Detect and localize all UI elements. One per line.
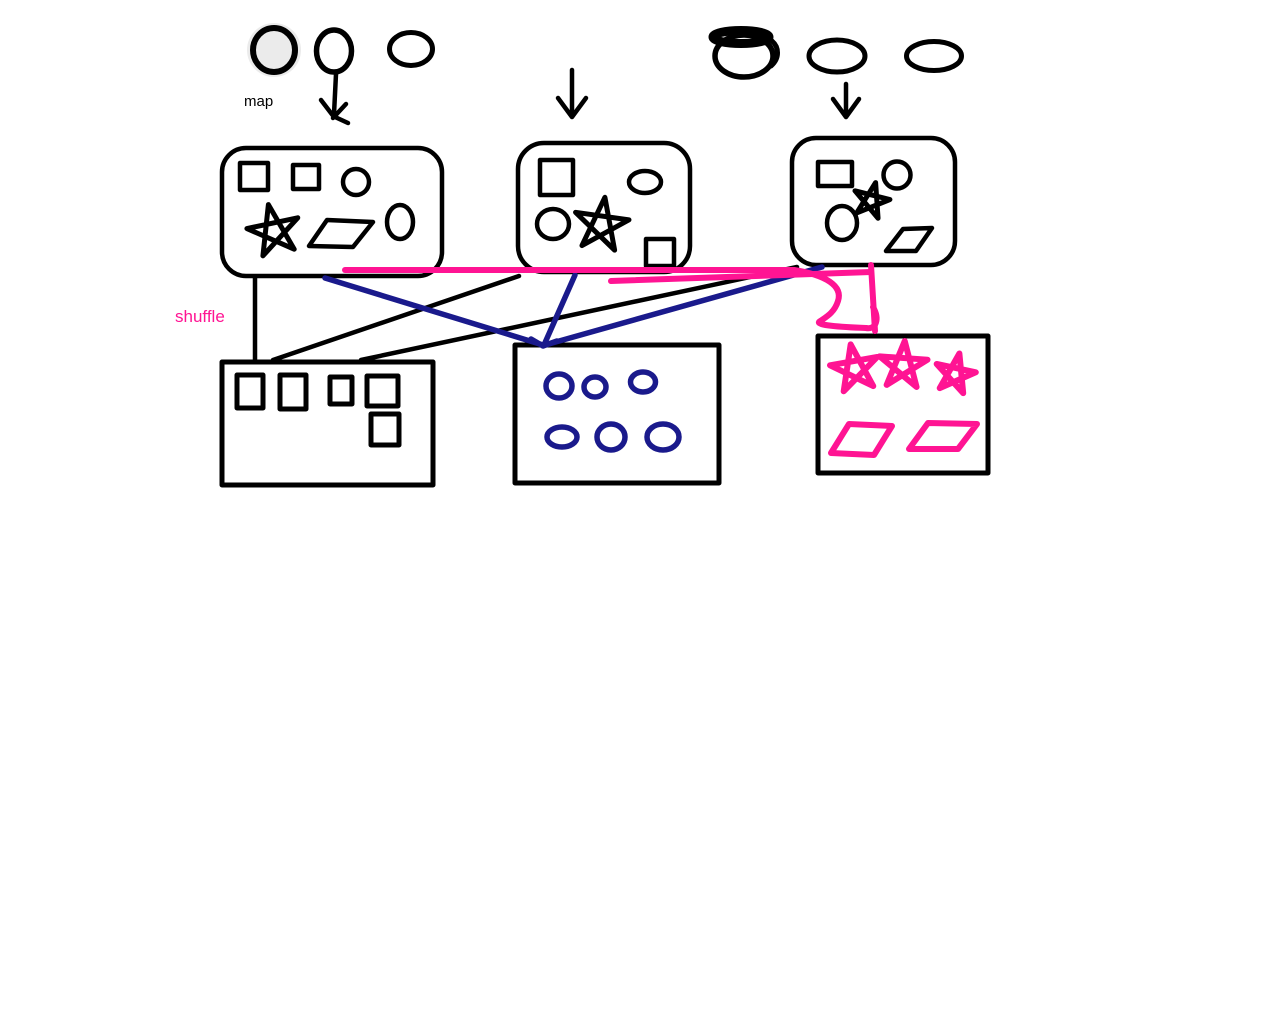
square-icon <box>537 157 576 198</box>
square-icon <box>277 372 309 412</box>
reduce-box-2-border <box>512 342 722 486</box>
input-circle-1-icon <box>250 25 298 75</box>
pink-ink-layer <box>342 262 980 458</box>
parallelogram-icon <box>883 225 935 254</box>
reduce-circles-contents <box>543 369 682 453</box>
shuffle-link-map1-circles <box>322 275 546 348</box>
square-icon <box>364 373 401 409</box>
map-output-box-1 <box>219 145 445 279</box>
input-ellipse-5-icon <box>904 39 964 73</box>
square-icon <box>327 374 355 407</box>
reduce-box-3-border <box>815 333 991 476</box>
map-box-1-border <box>219 145 445 279</box>
shuffle-link-map3-squares <box>358 264 800 363</box>
shuffle-stars-curve <box>791 267 869 331</box>
map-arrows <box>318 67 862 126</box>
ellipse-icon <box>644 421 682 453</box>
down-arrow-2-icon <box>555 67 589 120</box>
ellipse-icon <box>534 206 572 242</box>
shuffle-links-squares <box>252 264 800 364</box>
circle-icon <box>824 203 860 243</box>
star-icon <box>244 202 301 259</box>
ellipse-icon <box>544 424 580 450</box>
shuffle-circles-arrowhead-icon <box>528 336 560 349</box>
down-arrow-1-icon <box>318 71 351 126</box>
shuffle-link-map2-squares <box>270 273 522 363</box>
input-scribble-side-stroke <box>768 38 780 69</box>
circle-icon <box>581 374 609 400</box>
down-arrow-3-icon <box>830 81 862 120</box>
reduce-box-squares <box>219 359 436 488</box>
map-output-box-3 <box>789 135 958 268</box>
shuffle-link-map3-circles <box>542 264 825 348</box>
shuffle-links-circles <box>322 264 825 349</box>
star-icon <box>826 341 881 395</box>
star-icon <box>876 338 931 390</box>
shuffle-label: shuffle <box>175 307 225 326</box>
parallelogram-icon <box>306 217 376 250</box>
circle-icon <box>881 159 913 191</box>
circle-icon <box>340 166 372 198</box>
map-label: map <box>244 93 273 110</box>
shuffle-link-stars-short <box>608 269 874 284</box>
map-output-box-2 <box>515 140 693 275</box>
ellipse-icon <box>626 168 664 196</box>
circle-icon <box>543 371 575 401</box>
square-icon <box>368 411 402 448</box>
map-box-2-border <box>515 140 693 275</box>
circle-icon <box>594 421 628 453</box>
shuffle-stars-arrow <box>868 262 878 334</box>
ellipse-icon <box>627 369 659 395</box>
parallelogram-icon <box>906 420 980 452</box>
input-ellipse-3-icon <box>387 30 435 68</box>
input-group-left <box>250 25 435 75</box>
parallelogram-icon <box>828 421 895 458</box>
navy-ink-layer <box>322 264 825 453</box>
square-icon <box>234 372 266 411</box>
black-ink-layer <box>219 25 991 488</box>
reduce-box-1-border <box>219 359 436 488</box>
square-icon <box>237 160 271 193</box>
input-scribble-top-stroke <box>708 26 774 48</box>
reduce-stars-contents <box>826 338 980 458</box>
shuffle-links-stars <box>342 262 880 334</box>
shuffle-link-map2-circles <box>541 272 578 348</box>
square-icon <box>290 162 322 192</box>
input-circle-2-icon <box>313 27 355 75</box>
input-group-right <box>708 26 964 80</box>
rectangle-icon <box>815 159 855 189</box>
star-icon <box>852 180 893 221</box>
star-icon <box>933 350 979 397</box>
square-icon <box>643 236 677 269</box>
map-box-3-border <box>789 135 958 268</box>
ellipse-icon <box>384 202 416 242</box>
input-ellipse-4-icon <box>806 37 868 75</box>
star-icon <box>573 194 632 253</box>
